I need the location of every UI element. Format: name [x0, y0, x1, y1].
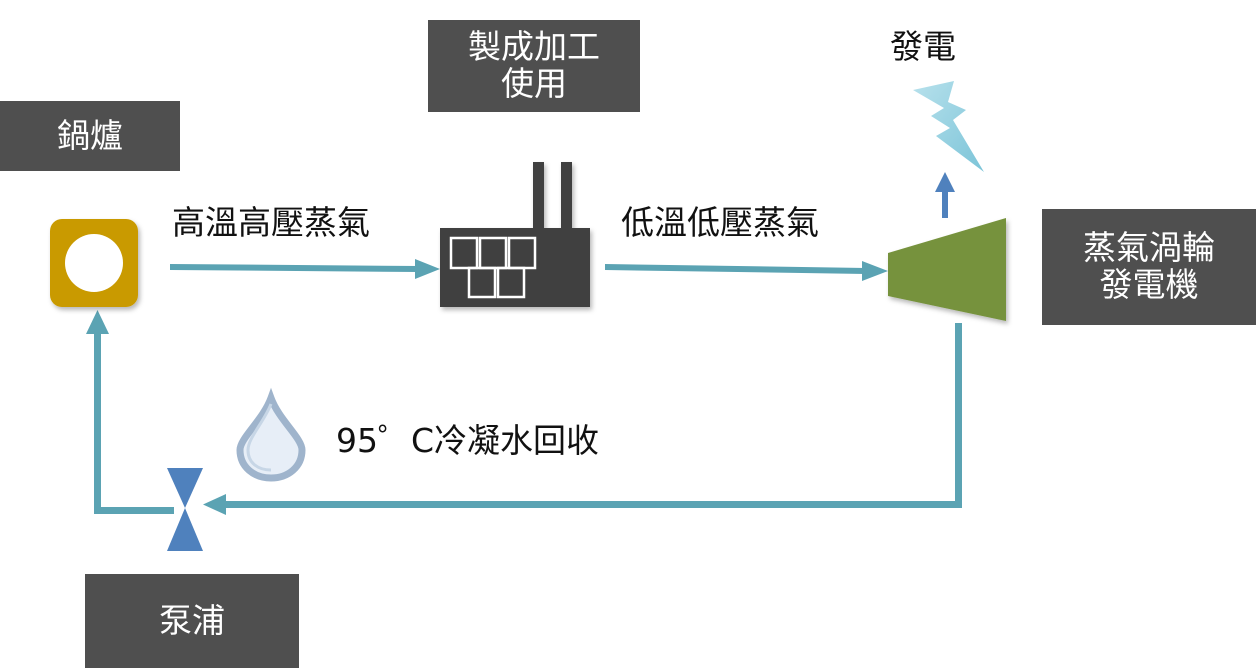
turbine-line-2: 發電機 — [1099, 265, 1199, 304]
factory-use-box: 製成加工 使用 — [428, 20, 640, 112]
boiler-icon — [50, 219, 138, 307]
condensate-return-pipe — [203, 323, 962, 515]
feedwater-pipe — [86, 310, 174, 514]
pump-box: 泵浦 — [85, 574, 299, 668]
condensate-label: 95゜C冷凝水回收 — [336, 421, 600, 460]
low-steam-pipe — [605, 261, 888, 281]
valve-icon — [167, 468, 203, 551]
water-drop-icon — [236, 387, 306, 482]
turbine-line-1: 蒸氣渦輪 — [1083, 228, 1215, 268]
boiler-label: 鍋爐 — [57, 115, 123, 155]
lightning-icon — [913, 81, 984, 172]
high-steam-label: 高溫高壓蒸氣 — [172, 203, 370, 242]
arrow-up-icon — [935, 172, 955, 218]
high-steam-pipe — [170, 259, 440, 279]
low-steam-label: 低溫低壓蒸氣 — [621, 203, 819, 242]
boiler-box: 鍋爐 — [0, 101, 180, 171]
power-label: 發電 — [890, 27, 956, 66]
factory-use-line-2: 使用 — [501, 64, 567, 103]
factory-icon — [440, 162, 590, 307]
pump-label: 泵浦 — [159, 600, 225, 640]
turbine-icon — [888, 218, 1006, 321]
turbine-generator-box: 蒸氣渦輪 發電機 — [1042, 209, 1256, 325]
factory-use-line-1: 製成加工 — [468, 27, 600, 67]
